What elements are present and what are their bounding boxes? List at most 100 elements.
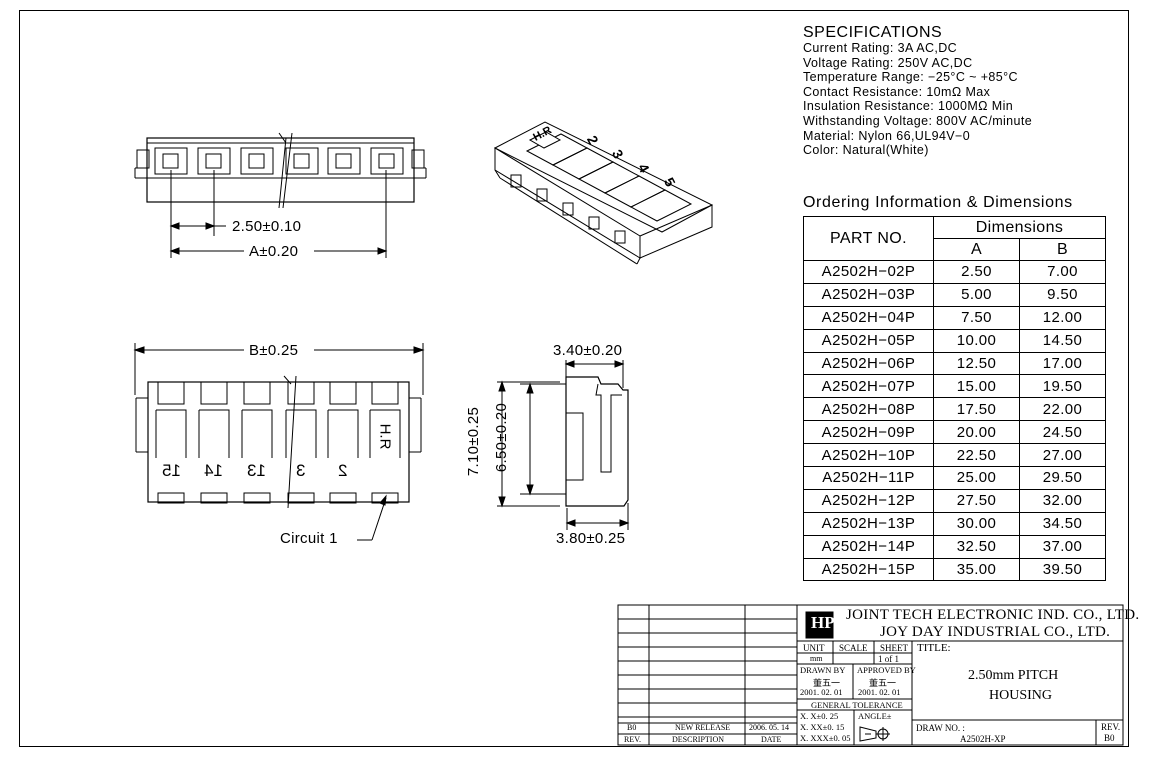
part-number-cell: A2502H−10P — [803, 443, 934, 468]
front-number-15: 15 — [162, 461, 181, 480]
dimension-a-cell: 10.00 — [933, 328, 1020, 353]
header-a: A — [933, 238, 1020, 261]
part-number-cell: A2502H−08P — [803, 397, 934, 422]
approved-by-name: 董五一 — [869, 678, 897, 688]
dimension-a-cell: 17.50 — [933, 397, 1020, 422]
part-number-cell: A2502H−13P — [803, 511, 934, 536]
dimension-b-cell: 37.00 — [1019, 534, 1106, 559]
angle-label: ANGLE± — [858, 711, 892, 721]
dimension-a-cell: 25.00 — [933, 466, 1020, 490]
dimension-a-cell: 22.50 — [933, 443, 1020, 468]
dimension-a-cell: 32.50 — [933, 534, 1020, 559]
front-number-14: 14 — [204, 461, 223, 480]
part-number-cell: A2502H−03P — [803, 282, 934, 307]
dimension-b-cell: 14.50 — [1019, 328, 1106, 353]
width-bottom-dimension: 3.80±0.25 — [556, 530, 626, 547]
rev-value: B0 — [1104, 733, 1115, 743]
ordering-title: Ordering Information & Dimensions — [803, 194, 1073, 211]
dimension-a-cell: 5.00 — [933, 282, 1020, 307]
rev-row-rev: B0 — [627, 723, 637, 732]
dimension-b-cell: 29.50 — [1019, 466, 1106, 490]
company-name-en: JOINT TECH ELECTRONIC IND. CO., LTD. — [846, 607, 1140, 623]
top-view — [134, 132, 427, 258]
part-number-cell: A2502H−12P — [803, 488, 934, 513]
draw-no-label: DRAW NO. : — [916, 723, 965, 733]
dimension-b-cell: 27.00 — [1019, 443, 1106, 468]
specifications-list: Current Rating: 3A AC,DC Voltage Rating:… — [803, 41, 1032, 158]
side-view — [497, 360, 630, 530]
title-block-grid — [617, 604, 1124, 746]
sheet-value: 1 of 1 — [878, 654, 899, 664]
spec-insulation-resistance: Insulation Resistance: 1000MΩ Min — [803, 99, 1014, 114]
height-outer-dimension: 7.10±0.25 — [465, 406, 483, 477]
dimension-a-cell: 27.50 — [933, 488, 1020, 513]
rev-label: REV. — [1101, 722, 1121, 732]
part-number-cell: A2502H−15P — [803, 557, 934, 582]
dimension-b-cell: 34.50 — [1019, 511, 1106, 536]
height-inner-dimension: 6.50±0.20 — [493, 402, 511, 473]
front-number-13: 13 — [247, 461, 266, 480]
unit-label: UNIT — [803, 643, 825, 653]
rev-row-date: 2006. 05. 14 — [749, 723, 789, 732]
width-top-dimension: 3.40±0.20 — [553, 342, 623, 359]
part-number-cell: A2502H−05P — [803, 328, 934, 353]
tolerance-label: GENERAL TOLERANCE — [811, 700, 903, 710]
pitch-dimension: 2.50±0.10 — [232, 218, 302, 235]
company-logo: HP — [811, 613, 835, 632]
part-number-cell: A2502H−02P — [803, 260, 934, 284]
scale-label: SCALE — [839, 643, 868, 653]
title-line-1: 2.50mm PITCH — [968, 668, 1059, 683]
part-number-cell: A2502H−06P — [803, 351, 934, 376]
draw-no: A2502H-XP — [960, 734, 1006, 744]
drawing-border — [19, 10, 1129, 747]
rev-row-description: NEW RELEASE — [675, 723, 731, 732]
column-header-rev: REV. — [624, 735, 641, 744]
front-view — [133, 343, 425, 541]
dimension-b-cell: 17.00 — [1019, 351, 1106, 376]
approved-date: 2001. 02. 01 — [858, 687, 901, 697]
title-label: TITLE: — [917, 642, 951, 654]
dimension-a-cell: 7.50 — [933, 305, 1020, 330]
dimension-b-cell: 39.50 — [1019, 557, 1106, 582]
spec-temperature-range: Temperature Range: −25°C ~ +85°C — [803, 70, 1018, 85]
drawn-by-name: 董五一 — [813, 678, 841, 688]
specifications-title: SPECIFICATIONS — [803, 24, 943, 41]
a-dimension: A±0.20 — [249, 243, 299, 260]
dimension-b-cell: 22.00 — [1019, 397, 1106, 422]
column-header-description: DESCRIPTION — [672, 735, 725, 744]
tolerance-2: X. XX±0. 15 — [800, 722, 845, 732]
spec-contact-resistance: Contact Resistance: 10mΩ Max — [803, 84, 991, 99]
approved-by-label: APPROVED BY — [857, 665, 916, 675]
spec-voltage-rating: Voltage Rating: 250V AC,DC — [803, 55, 973, 70]
dimension-a-cell: 2.50 — [933, 260, 1020, 284]
b-dimension: B±0.25 — [249, 342, 299, 359]
part-number-cell: A2502H−11P — [803, 466, 934, 490]
title-line-2: HOUSING — [989, 688, 1052, 703]
part-number-cell: A2502H−04P — [803, 305, 934, 330]
spec-color: Color: Natural(White) — [803, 143, 929, 158]
spec-withstanding-voltage: Withstanding Voltage: 800V AC/minute — [803, 113, 1033, 128]
dimension-a-cell: 12.50 — [933, 351, 1020, 376]
part-number-cell: A2502H−09P — [803, 420, 934, 445]
sheet-label: SHEET — [880, 643, 908, 653]
header-part-no: PART NO. — [803, 216, 934, 261]
dimension-b-cell: 9.50 — [1019, 282, 1106, 307]
drawn-by-label: DRAWN BY — [800, 665, 846, 675]
front-mark-hr: H.R — [376, 423, 394, 450]
header-dimensions: Dimensions — [933, 216, 1106, 239]
isometric-view — [493, 121, 714, 265]
tolerance-1: X. X±0. 25 — [800, 711, 839, 721]
